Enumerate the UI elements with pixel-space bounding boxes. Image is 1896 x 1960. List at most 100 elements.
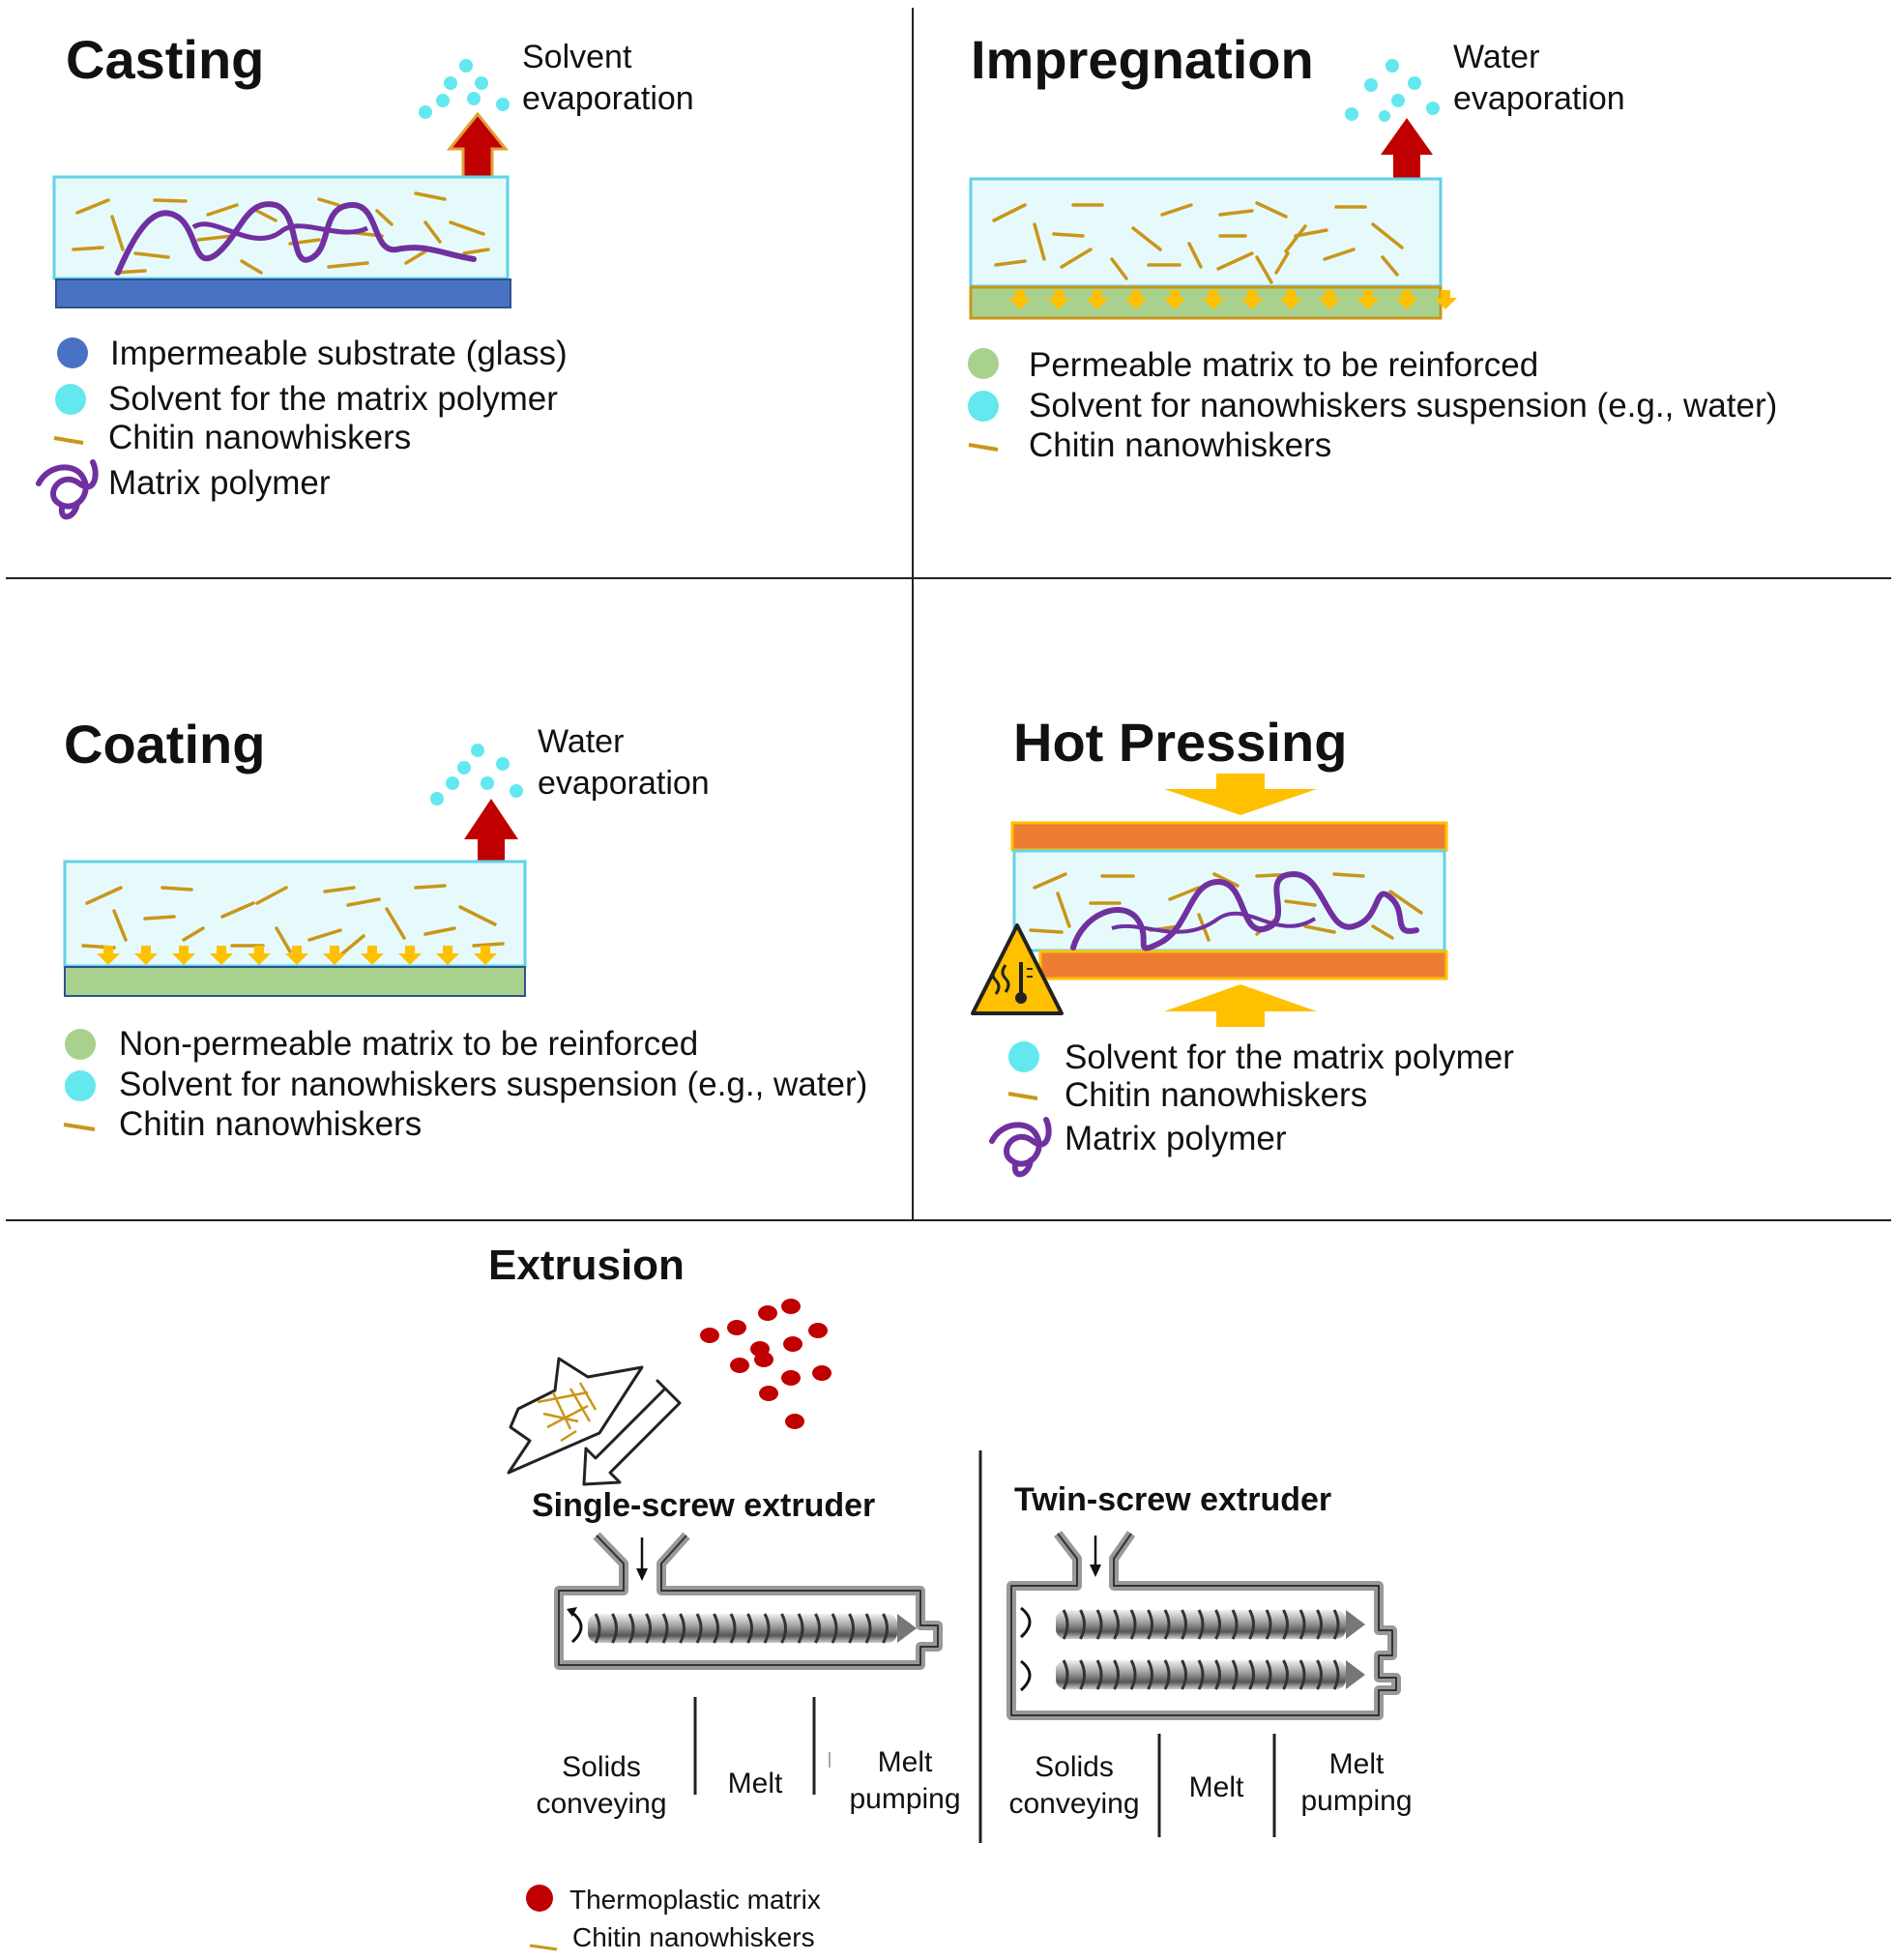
screw-flight (864, 1613, 872, 1644)
screw-flight (1062, 1609, 1069, 1640)
legend-marker-solvent (1008, 1041, 1039, 1072)
casting-legend-polymer: Matrix polymer (108, 464, 331, 502)
zone-label: conveying (1008, 1788, 1140, 1820)
screw-flight (1181, 1609, 1187, 1640)
zone-label: pumping (849, 1783, 961, 1815)
down-arrow (1202, 290, 1225, 309)
hot-pressing-legend-polymer: Matrix polymer (1065, 1120, 1287, 1157)
press-film (1012, 849, 1446, 952)
screw-flight (1181, 1659, 1187, 1690)
hot-pressing-legend-solvent: Solvent for the matrix polymer (1065, 1039, 1514, 1076)
legend-marker-polymer (36, 459, 99, 520)
screw-flight (1163, 1609, 1171, 1640)
casting-evaporation-label: Solvent evaporation (522, 37, 694, 120)
thermoplastic-pellets (700, 1299, 831, 1429)
screw-flight (831, 1613, 838, 1644)
impregnation-penetration-arrows (1008, 290, 1457, 309)
casting-solvent-dots (419, 59, 510, 119)
legend-marker-thermoplastic (526, 1885, 553, 1912)
screw-flight (1113, 1659, 1120, 1690)
screw-flight (1095, 1659, 1103, 1690)
zone-label: Melt (1328, 1748, 1385, 1780)
casting-evaporation-line2: evaporation (522, 80, 694, 117)
screw-flight (1231, 1659, 1239, 1690)
screw-flight (1248, 1609, 1255, 1640)
screw-flight (797, 1613, 804, 1644)
screw-flight (1265, 1659, 1272, 1690)
feed-arrow (582, 1379, 682, 1486)
casting-legend-whiskers: Chitin nanowhiskers (108, 419, 412, 456)
legend-marker-whisker (968, 443, 999, 452)
down-arrow (210, 946, 233, 965)
coating-nonpermeable-matrix (64, 966, 526, 997)
twin-zone-melt: Melt (1188, 1771, 1244, 1803)
single-screw-title: Single-screw extruder (532, 1487, 876, 1524)
legend-marker-solvent-water (968, 391, 999, 422)
screw-flight (1163, 1659, 1171, 1690)
down-arrow (1163, 290, 1186, 309)
screw-flight (1298, 1659, 1306, 1690)
down-arrow (1240, 290, 1264, 309)
screw-flight (763, 1613, 771, 1644)
impregnation-evaporation-label: Water evaporation (1453, 37, 1625, 120)
zone-label: conveying (536, 1788, 667, 1820)
screw-flight (1265, 1609, 1272, 1640)
down-arrow (172, 946, 195, 965)
zone-label: Melt (877, 1746, 933, 1778)
coating-title: Coating (64, 714, 266, 775)
down-arrow (1124, 290, 1148, 309)
single-zone-pumping: Melt pumping (837, 1744, 973, 1818)
casting-whiskers (72, 191, 490, 275)
casting-polymer-chain-2 (191, 221, 369, 241)
screw-flight (780, 1613, 787, 1644)
down-arrow (97, 946, 120, 965)
single-screw-extruder (554, 1532, 943, 1795)
coating-water-dots (430, 744, 523, 805)
twin-screw-title: Twin-screw extruder (1014, 1481, 1332, 1518)
down-arrow (1318, 290, 1341, 309)
screw-flight (1113, 1609, 1120, 1640)
screw-flight (1062, 1659, 1069, 1690)
impregnation-legend-whiskers: Chitin nanowhiskers (1029, 426, 1332, 464)
screw-flight (679, 1613, 685, 1644)
down-arrow (285, 946, 308, 965)
down-arrow (323, 946, 346, 965)
press-arrow-top (1164, 774, 1317, 815)
down-arrow (1395, 290, 1418, 309)
screw-flight (1197, 1659, 1205, 1690)
twin-screw-extruder (1006, 1530, 1401, 1837)
press-plate-top (1010, 821, 1448, 852)
single-zone-solids: Solids conveying (524, 1749, 679, 1823)
press-plate-bottom (1038, 950, 1448, 980)
screw-flight (1282, 1659, 1289, 1690)
down-arrow (398, 946, 422, 965)
coating-legend-solvent: Solvent for nanowhiskers suspension (e.g… (119, 1066, 868, 1103)
screw-flight (1079, 1609, 1086, 1640)
legend-marker-solvent (55, 384, 86, 415)
screw-flight (1079, 1659, 1086, 1690)
impregnation-evaporation-line2: evaporation (1453, 80, 1625, 117)
screw-flight (848, 1613, 855, 1644)
down-arrow (134, 946, 158, 965)
impregnation-legend-solvent: Solvent for nanowhiskers suspension (e.g… (1029, 387, 1778, 424)
down-arrow (1279, 290, 1302, 309)
zone-label: Solids (1035, 1751, 1114, 1783)
legend-marker-solvent-water (65, 1070, 96, 1101)
screw-flight (1316, 1609, 1323, 1640)
screw-flight (882, 1613, 889, 1644)
single-zone-melt: Melt (727, 1768, 783, 1799)
press-polymer-chain (1070, 870, 1419, 951)
down-arrow (1008, 290, 1032, 309)
screw-flight (1214, 1659, 1221, 1690)
press-polymer-chain-2 (1111, 911, 1317, 934)
casting-title: Casting (66, 29, 265, 90)
legend-marker-whisker (529, 1944, 558, 1951)
screw-flight (729, 1613, 737, 1644)
impregnation-whiskers (992, 201, 1404, 284)
screw-flight (746, 1613, 753, 1644)
screw-flight (1129, 1659, 1137, 1690)
down-arrow (1356, 290, 1380, 309)
screw-flight (1129, 1609, 1137, 1640)
hot-surface-warning-icon (971, 923, 1064, 1015)
